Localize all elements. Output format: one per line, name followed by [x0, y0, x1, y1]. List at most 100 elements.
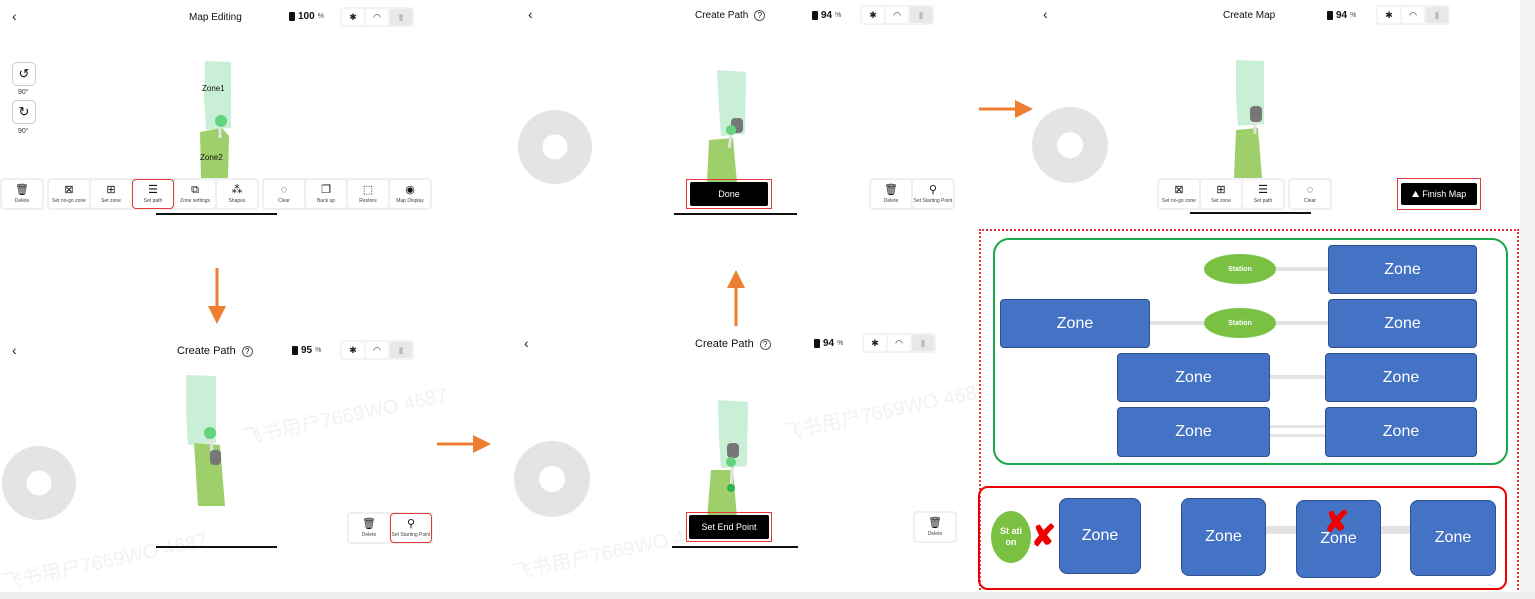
done-button[interactable]: Done [690, 182, 768, 206]
joystick[interactable] [514, 441, 590, 517]
wifi-icon: ◠ [888, 335, 910, 351]
home-indicator [1190, 212, 1311, 214]
cellular-icon: ▮ [1426, 7, 1448, 23]
battery-icon [814, 339, 820, 348]
lawn-map[interactable] [180, 373, 230, 508]
finish-map-button[interactable]: ⛰Finish Map [1401, 183, 1477, 205]
title-text: Create Path [695, 10, 749, 22]
toolbar-label: Set path [1253, 197, 1273, 204]
rotate-cw-icon: ↻ [18, 104, 30, 119]
lawn-map[interactable] [1230, 58, 1272, 178]
back-up-button[interactable]: ❐Back up [306, 180, 346, 208]
help-icon[interactable]: ? [241, 345, 253, 357]
back-chevron-icon[interactable]: ‹ [12, 342, 17, 358]
battery-unit: % [835, 12, 842, 19]
zone-settings-icon: ⧉ [191, 183, 199, 196]
help-icon[interactable]: ? [754, 10, 766, 21]
restore-icon: ⬚ [362, 183, 374, 196]
toolbar-label: Set Starting Point [913, 197, 953, 204]
lawn-map[interactable] [703, 68, 753, 183]
restore-button[interactable]: ⬚Restore [348, 180, 388, 208]
back-chevron-icon[interactable]: ‹ [528, 6, 533, 22]
path-link [1269, 434, 1326, 437]
toolbar-label: Clear [278, 197, 290, 204]
shapes-button[interactable]: ⁂Shapes [217, 180, 257, 208]
help-icon[interactable]: ? [759, 338, 771, 350]
no-go-zone-icon: ⊠ [1174, 183, 1184, 196]
arrow-down-icon [208, 268, 226, 324]
finish-map-highlight [1397, 178, 1481, 210]
title-text: Create Path [177, 345, 236, 357]
zone-settings-button[interactable]: ⧉Zone settings [175, 180, 215, 208]
lawn-map[interactable] [703, 398, 753, 518]
set-no-go-zone-button[interactable]: ⊠Set no-go zone [49, 180, 89, 208]
watermark: 飞书用户7669WO 4687 [780, 379, 990, 445]
battery-icon [812, 11, 818, 20]
set-path-button[interactable]: ☰Set path [1243, 180, 1283, 208]
lawn-map[interactable] [195, 58, 240, 178]
valid-layout-diagram [993, 238, 1508, 465]
zone-node: Zone [1328, 299, 1477, 348]
path-link [1275, 267, 1329, 271]
battery-unit: % [837, 340, 844, 347]
connectivity-status: ✱ ◠ ▮ [1376, 5, 1450, 25]
page-title: Map Editing [189, 12, 242, 23]
joystick[interactable] [1032, 107, 1108, 183]
battery-indicator: 95% [292, 345, 321, 356]
watermark: 飞书用户7669WO 4687 [240, 384, 450, 450]
wifi-icon: ◠ [886, 7, 908, 23]
rotate-cw-button[interactable]: ↻ [12, 100, 36, 124]
delete-button[interactable]: 🗑Delete [349, 514, 389, 542]
back-chevron-icon[interactable]: ‹ [524, 335, 529, 351]
cellular-icon: ▮ [390, 342, 412, 358]
battery-indicator: 94% [1327, 10, 1356, 21]
toolbar-label: Restore [359, 197, 377, 204]
map-display-button[interactable]: ◉Map Display [390, 180, 430, 208]
zone-node: Zone [1117, 407, 1270, 457]
battery-unit: % [317, 13, 324, 20]
toolbar-label: Set no-go zone [1162, 197, 1196, 204]
set-zone-button[interactable]: ⊞Set zone [1201, 180, 1241, 208]
rotate-ccw-button[interactable]: ↺ [12, 62, 36, 86]
set-starting-point-button[interactable]: ⚲Set Starting Point [913, 180, 953, 208]
set-starting-point-button[interactable]: ⚲Set Starting Point [390, 513, 432, 543]
back-chevron-icon[interactable]: ‹ [1043, 6, 1048, 22]
battery-unit: % [315, 347, 322, 354]
toolbar-label: Map Display [396, 197, 424, 204]
page-title: Create Path? [695, 338, 771, 350]
set-end-point-button[interactable]: Set End Point [689, 515, 769, 539]
zone-node: Zone [1325, 407, 1477, 457]
delete-button[interactable]: 🗑Delete [915, 513, 955, 541]
toolbar-label: Back up [316, 197, 336, 204]
cross-icon: ✘ [1031, 520, 1057, 553]
set-no-go-zone-button[interactable]: ⊠Set no-go zone [1159, 180, 1199, 208]
delete-button[interactable]: 🗑Delete [2, 180, 42, 208]
joystick[interactable] [2, 446, 76, 520]
trash-icon: 🗑 [362, 517, 376, 530]
set-zone-button[interactable]: ⊞Set zone [91, 180, 131, 208]
set-path-button[interactable]: ☰Set path [132, 179, 174, 209]
bluetooth-icon: ✱ [1378, 7, 1400, 23]
clear-button[interactable]: ◌Clear [264, 180, 304, 208]
clear-button[interactable]: ◌Clear [1290, 180, 1330, 208]
rotate-ccw-icon: ↺ [18, 66, 30, 81]
home-indicator [156, 546, 277, 548]
rotate-cw-label: 90° [18, 128, 29, 135]
zone-icon: ⊞ [106, 183, 116, 196]
zone-node: Zone [1181, 498, 1266, 576]
battery-value: 94 [823, 338, 835, 349]
backup-icon: ❐ [321, 183, 331, 196]
path-toolbar: 🗑Delete ⚲Set Starting Point [347, 512, 433, 544]
page-title: Create Path? [177, 345, 253, 357]
page-title: Create Path? [695, 10, 766, 22]
set-end-point-highlight [686, 512, 772, 542]
arrow-right-icon [979, 100, 1033, 118]
clear-icon: ◌ [1306, 183, 1314, 196]
shapes-icon: ⁂ [231, 183, 243, 196]
joystick[interactable] [518, 110, 592, 184]
back-chevron-icon[interactable]: ‹ [12, 8, 17, 24]
delete-button[interactable]: 🗑Delete [871, 180, 911, 208]
connectivity-status: ✱ ◠ ▮ [860, 5, 934, 25]
battery-icon [292, 346, 298, 355]
path-link [1269, 425, 1326, 428]
